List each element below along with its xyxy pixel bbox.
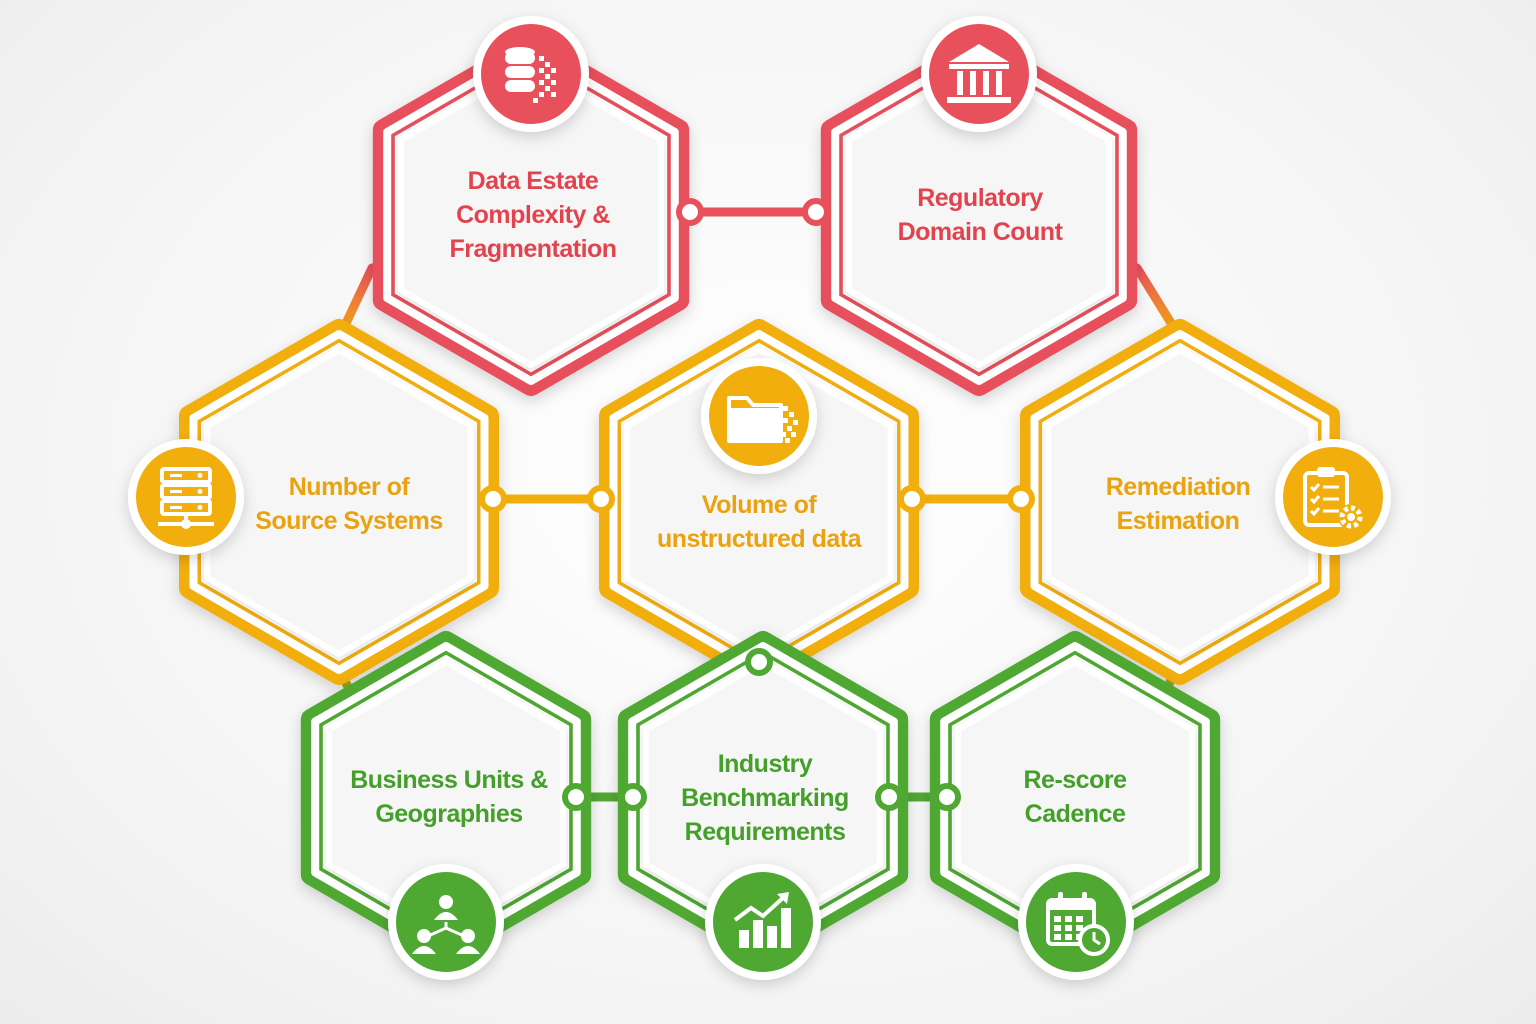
node-label-line: Estimation bbox=[1117, 507, 1240, 535]
node-label-line: Requirements bbox=[685, 818, 846, 846]
connector-dot bbox=[562, 783, 590, 811]
node-label-line: Complexity & bbox=[456, 201, 610, 229]
node-label-line: Cadence bbox=[1025, 800, 1126, 828]
growth-chart-icon bbox=[705, 864, 821, 980]
bank-building-icon bbox=[921, 16, 1037, 132]
connector-dot bbox=[898, 485, 926, 513]
node-label-line: Fragmentation bbox=[449, 235, 616, 263]
node-label-line: Source Systems bbox=[255, 507, 443, 535]
node-label-line: Regulatory bbox=[917, 184, 1043, 212]
node-source-systems[interactable]: Number of Source Systems bbox=[179, 319, 499, 685]
connector-dot bbox=[745, 648, 773, 676]
clipboard-gear-icon bbox=[1275, 439, 1391, 555]
node-label-line: Geographies bbox=[375, 800, 522, 828]
database-icon bbox=[473, 16, 589, 132]
connector-dot bbox=[619, 783, 647, 811]
node-label-line: Industry bbox=[718, 750, 813, 778]
hex-inner bbox=[204, 347, 474, 657]
calendar-clock-icon bbox=[1018, 864, 1134, 980]
team-icon bbox=[388, 864, 504, 980]
folder-icon bbox=[701, 358, 817, 474]
connector-dot bbox=[1007, 485, 1035, 513]
connector-dot bbox=[479, 485, 507, 513]
icon-badges bbox=[128, 16, 1391, 980]
node-label-line: Business Units & bbox=[350, 766, 548, 794]
connectors bbox=[334, 207, 1184, 802]
node-label-line: Number of bbox=[289, 473, 411, 501]
node-unstructured[interactable]: Volume of unstructured data bbox=[599, 319, 919, 685]
node-label-line: Remediation bbox=[1106, 473, 1251, 501]
hex-inner bbox=[398, 62, 664, 368]
server-network-icon bbox=[128, 439, 244, 555]
node-label-line: Volume of bbox=[702, 491, 818, 519]
node-label-line: Domain Count bbox=[898, 218, 1064, 246]
hex-inner bbox=[1045, 347, 1315, 657]
connector-dot bbox=[802, 198, 830, 226]
node-label-line: Benchmarking bbox=[681, 784, 849, 812]
connector-dot bbox=[933, 783, 961, 811]
connector-dot bbox=[587, 485, 615, 513]
node-label-line: Re-score bbox=[1024, 766, 1128, 794]
node-label-line: unstructured data bbox=[657, 525, 863, 553]
hex-inner bbox=[846, 62, 1112, 368]
connector-dots bbox=[479, 198, 1035, 811]
node-label-line: Data Estate bbox=[468, 167, 599, 195]
connector-dot bbox=[875, 783, 903, 811]
connector-dot bbox=[676, 198, 704, 226]
